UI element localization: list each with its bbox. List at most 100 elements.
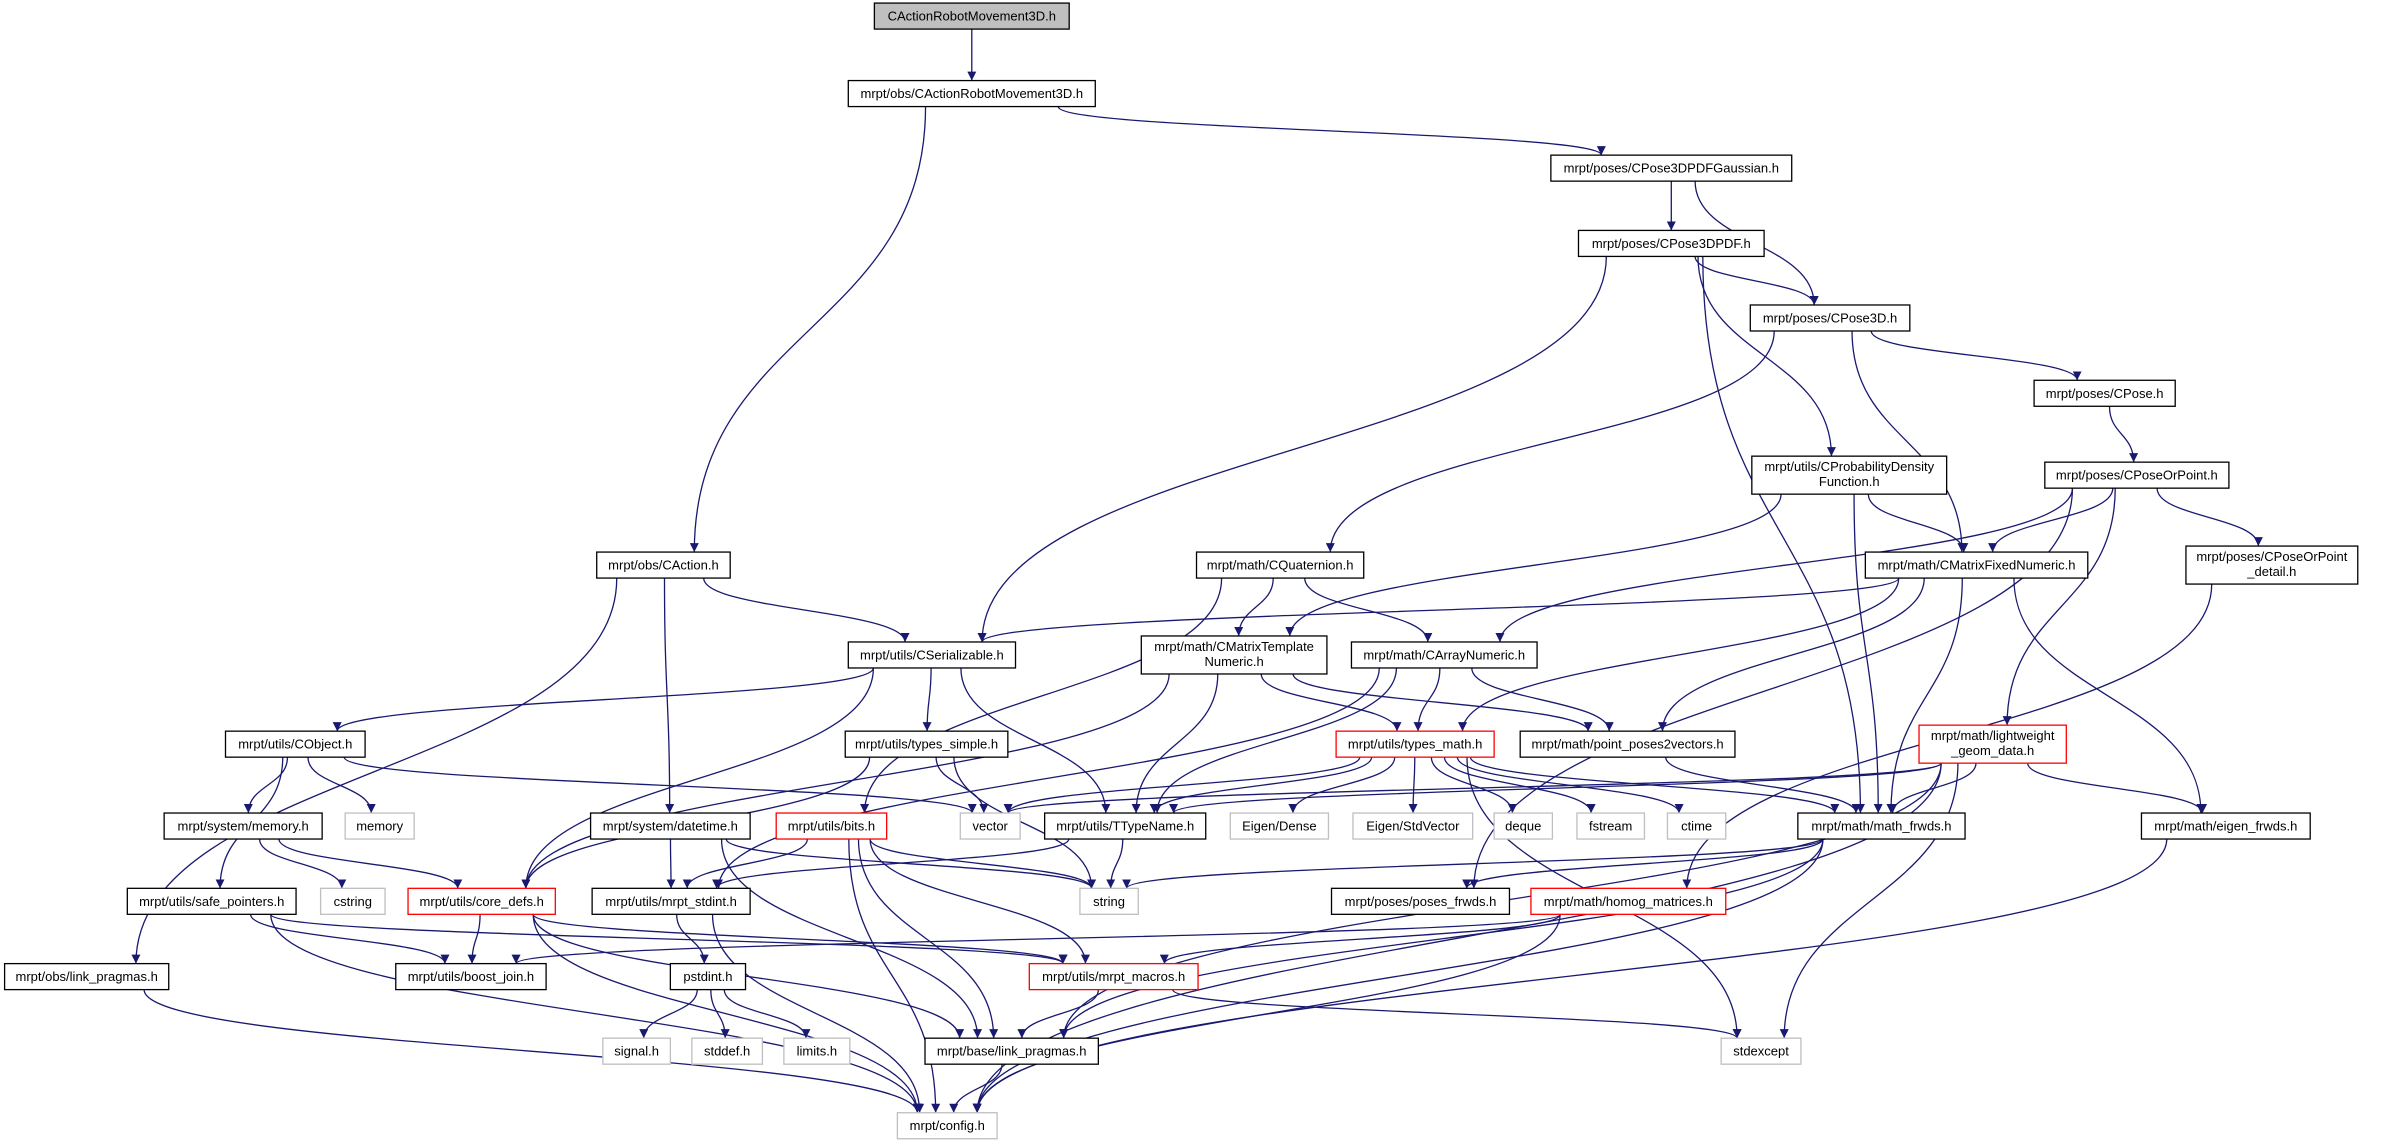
edge-13-to-17 bbox=[1260, 673, 1402, 732]
edge-42-to-46 bbox=[723, 989, 811, 1039]
node-mrpt-utils-cserializable-h[interactable]: mrpt/utils/CSerializable.h bbox=[847, 641, 1017, 669]
node-mrpt-utils-bits-h[interactable]: mrpt/utils/bits.h bbox=[775, 812, 888, 840]
node-eigen-dense[interactable]: Eigen/Dense bbox=[1229, 812, 1330, 840]
edge-20-to-34 bbox=[258, 838, 347, 889]
node-label: mrpt/poses/CPose.h bbox=[2046, 386, 2164, 401]
node-stddef-h[interactable]: stddef.h bbox=[691, 1037, 764, 1065]
edge-22-to-47 bbox=[720, 839, 983, 1039]
node-mrpt-utils-ttypename-h[interactable]: mrpt/utils/TTypeName.h bbox=[1044, 812, 1207, 840]
node-mrpt-obs-cactionrobotmovement3d-h[interactable]: mrpt/obs/CActionRobotMovement3D.h bbox=[847, 79, 1096, 108]
node-mrpt-config-h[interactable]: mrpt/config.h bbox=[896, 1112, 998, 1140]
edge-35-to-47 bbox=[532, 914, 965, 1039]
node-label: signal.h bbox=[614, 1044, 659, 1059]
node-fstream[interactable]: fstream bbox=[1576, 812, 1646, 840]
edge-9-to-32 bbox=[2013, 578, 2206, 814]
node-mrpt-math-cquaternion-h[interactable]: mrpt/math/CQuaternion.h bbox=[1195, 551, 1365, 579]
node-ctime[interactable]: ctime bbox=[1666, 812, 1727, 840]
node-label: cstring bbox=[334, 894, 372, 909]
node-label: CActionRobotMovement3D.h bbox=[888, 9, 1056, 24]
node-cactionrobotmovement3d-h[interactable]: CActionRobotMovement3D.h bbox=[873, 2, 1070, 30]
node-box bbox=[1493, 812, 1554, 840]
nodes: CActionRobotMovement3D.h mrpt/obs/CAction… bbox=[3, 2, 2359, 1140]
node-label: mrpt/utils/safe_pointers.h bbox=[139, 894, 284, 909]
node-box bbox=[1519, 730, 1736, 758]
node-deque[interactable]: deque bbox=[1493, 812, 1554, 840]
node-box bbox=[1335, 730, 1495, 758]
node-label: mrpt/poses/CPose3DPDF.h bbox=[1592, 236, 1751, 251]
node-mrpt-utils-types-math-h[interactable]: mrpt/utils/types_math.h bbox=[1335, 730, 1495, 758]
node-pstdint-h[interactable]: pstdint.h bbox=[669, 962, 747, 991]
node-label: fstream bbox=[1589, 819, 1632, 834]
node-eigen-stdvector[interactable]: Eigen/StdVector bbox=[1352, 812, 1474, 840]
node-mrpt-utils-safe-pointers-h[interactable]: mrpt/utils/safe_pointers.h bbox=[126, 887, 297, 915]
node-mrpt-poses-cpose3dpdf-h[interactable]: mrpt/poses/CPose3DPDF.h bbox=[1577, 229, 1765, 258]
node-mrpt-system-datetime-h[interactable]: mrpt/system/datetime.h bbox=[589, 812, 751, 840]
node-label: mrpt/math/eigen_frwds.h bbox=[2154, 819, 2297, 834]
node-label: mrpt/utils/mrpt_stdint.h bbox=[605, 894, 737, 909]
edge-19-to-48 bbox=[1779, 763, 1959, 1039]
node-label: mrpt/system/datetime.h bbox=[603, 819, 738, 834]
edge-13-to-25 bbox=[1131, 673, 1219, 814]
node-mrpt-utils-mrpt-stdint-h[interactable]: mrpt/utils/mrpt_stdint.h bbox=[591, 887, 751, 915]
node-label: Eigen/Dense bbox=[1242, 819, 1316, 834]
node-mrpt-utils-cobject-h[interactable]: mrpt/utils/CObject.h bbox=[224, 730, 366, 758]
node-mrpt-obs-caction-h[interactable]: mrpt/obs/CAction.h bbox=[596, 551, 731, 579]
edge-12-to-25 bbox=[960, 667, 1111, 814]
node-mrpt-math-math-frwds-h[interactable]: mrpt/math/math_frwds.h bbox=[1797, 812, 1966, 840]
node-mrpt-math-homog-matrices-h[interactable]: mrpt/math/homog_matrices.h bbox=[1530, 887, 1727, 915]
node-label: Eigen/StdVector bbox=[1366, 819, 1460, 834]
node-mrpt-poses-cpose-h[interactable]: mrpt/poses/CPose.h bbox=[2033, 379, 2176, 407]
node-vector[interactable]: vector bbox=[959, 812, 1021, 840]
node-mrpt-math-eigen-frwds-h[interactable]: mrpt/math/eigen_frwds.h bbox=[2140, 812, 2311, 840]
node-label: mrpt/utils/core_defs.h bbox=[420, 894, 544, 909]
node-mrpt-math-point-poses2vectors-h[interactable]: mrpt/math/point_poses2vectors.h bbox=[1519, 730, 1736, 758]
node-label: _geom_data.h bbox=[1950, 743, 2034, 758]
edge-3-to-12 bbox=[977, 256, 1607, 642]
edge-16-to-37 bbox=[953, 757, 1097, 889]
edge-6-to-19 bbox=[2002, 488, 2116, 726]
node-box bbox=[1350, 641, 1538, 669]
edge-11-to-12 bbox=[703, 577, 910, 643]
node-string[interactable]: string bbox=[1079, 887, 1139, 915]
node-cstring[interactable]: cstring bbox=[319, 887, 386, 915]
node-mrpt-poses-poses-frwds-h[interactable]: mrpt/poses/poses_frwds.h bbox=[1330, 887, 1511, 915]
node-mrpt-poses-cpose3d-h[interactable]: mrpt/poses/CPose3D.h bbox=[1749, 304, 1911, 332]
node-mrpt-utils-core-defs-h[interactable]: mrpt/utils/core_defs.h bbox=[407, 887, 556, 915]
node-stdexcept[interactable]: stdexcept bbox=[1720, 1037, 1802, 1065]
node-label: stdexcept bbox=[1733, 1044, 1789, 1059]
edge-17-to-24 bbox=[1003, 756, 1361, 814]
node-box bbox=[1749, 304, 1911, 332]
node-box bbox=[1079, 887, 1139, 915]
edge-23-to-49 bbox=[848, 839, 941, 1113]
edge-47-to-49 bbox=[949, 1064, 1003, 1113]
edge-23-to-43 bbox=[869, 839, 1090, 964]
node-box bbox=[1195, 551, 1365, 579]
node-box bbox=[1028, 962, 1199, 991]
edge-3-to-31 bbox=[1702, 256, 1865, 814]
node-signal-h[interactable]: signal.h bbox=[602, 1037, 672, 1065]
node-mrpt-poses-cposeorpoint-h[interactable]: mrpt/poses/CPoseOrPoint.h bbox=[2044, 461, 2230, 489]
node-mrpt-math-carraynumeric-h[interactable]: mrpt/math/CArrayNumeric.h bbox=[1350, 641, 1538, 669]
node-limits-h[interactable]: limits.h bbox=[783, 1037, 851, 1065]
node-mrpt-base-link-pragmas-h[interactable]: mrpt/base/link_pragmas.h bbox=[924, 1037, 1099, 1065]
node-box bbox=[1044, 812, 1207, 840]
node-mrpt-utils-mrpt-macros-h[interactable]: mrpt/utils/mrpt_macros.h bbox=[1028, 962, 1199, 991]
node-mrpt-obs-link-pragmas-h[interactable]: mrpt/obs/link_pragmas.h bbox=[3, 962, 170, 991]
node-mrpt-math-cmatrixfixednumeric-h[interactable]: mrpt/math/CMatrixFixedNumeric.h bbox=[1864, 551, 2089, 579]
node-mrpt-poses-cposeorpoint-detail-h[interactable]: mrpt/poses/CPoseOrPoint_detail.h bbox=[2185, 545, 2359, 585]
node-mrpt-math-lightweight-geom-data-h[interactable]: mrpt/math/lightweight_geom_data.h bbox=[1918, 724, 2067, 764]
edge-19-to-32 bbox=[2026, 762, 2207, 814]
edge-35-to-49 bbox=[532, 914, 922, 1113]
edge-20-to-35 bbox=[278, 838, 463, 889]
node-mrpt-utils-boost-join-h[interactable]: mrpt/utils/boost_join.h bbox=[395, 962, 547, 991]
edge-36-to-49 bbox=[711, 914, 925, 1113]
node-mrpt-poses-cpose3dpdfgaussian-h[interactable]: mrpt/poses/CPose3DPDFGaussian.h bbox=[1550, 154, 1793, 182]
node-label: mrpt/poses/CPoseOrPoint.h bbox=[2056, 468, 2218, 483]
node-mrpt-utils-types-simple-h[interactable]: mrpt/utils/types_simple.h bbox=[844, 730, 1009, 758]
node-mrpt-system-memory-h[interactable]: mrpt/system/memory.h bbox=[163, 812, 323, 840]
node-memory[interactable]: memory bbox=[344, 812, 415, 840]
node-box bbox=[1352, 812, 1474, 840]
node-label: Function.h bbox=[1819, 474, 1880, 489]
